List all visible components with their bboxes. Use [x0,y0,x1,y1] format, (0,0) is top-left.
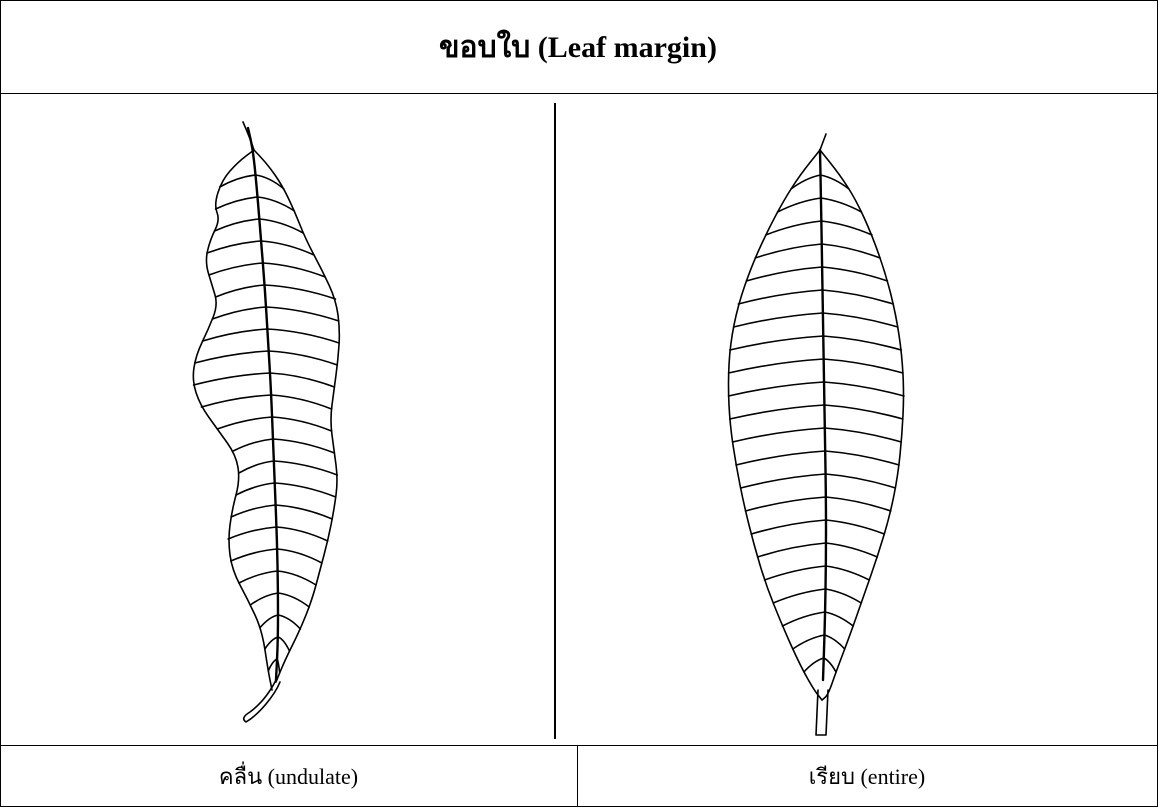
undulate-leaf-vein [278,571,316,585]
undulate-leaf-vein [203,329,268,341]
entire-leaf-vein [823,290,894,304]
entire-leaf-vein [736,451,825,465]
undulate-leaf-vein [278,637,290,651]
entire-leaf-vein [773,589,825,603]
undulate-leaf-vein [273,439,334,453]
entire-leaf-vein [826,474,896,488]
entire-leaf-vein [804,658,824,672]
entire-leaf-vein [765,566,826,580]
undulate-leaf-vein [236,483,275,495]
entire-leaf-vein [734,313,823,327]
undulate-leaf-vein [215,219,260,231]
entire-leaf-vein [826,520,884,534]
entire-leaf-vein [741,474,826,488]
entire-leaf-midrib [820,150,826,680]
entire-leaf-vein [823,313,898,327]
entire-leaf-vein [826,589,862,603]
undulate-leaf-vein [278,593,309,607]
undulate-leaf-vein [217,417,272,429]
entire-leaf-vein [825,635,845,649]
entire-leaf-vein [729,359,824,373]
undulate-leaf-vein [266,307,339,321]
entire-leaf-vein [823,336,901,350]
undulate-leaf-vein [267,329,339,343]
undulate-leaf-vein [271,395,331,409]
undulate-leaf-vein [277,549,322,563]
entire-leaf-vein [758,543,826,557]
entire-leaf-vein [826,497,891,511]
undulate-leaf-vein [194,373,270,385]
undulate-leaf-vein [209,263,263,275]
undulate-leaf-vein [263,263,325,277]
undulate-leaf-tip [243,122,254,150]
undulate-leaf-vein [276,527,327,541]
entire-leaf-vein [822,267,887,281]
undulate-leaf-vein [261,615,278,627]
undulate-leaf-vein [275,483,336,497]
undulate-leaf-vein [228,527,276,539]
undulate-leaf-vein [250,593,278,605]
undulate-leaf-petiole [244,680,280,722]
entire-leaf-tip [820,134,826,150]
entire-leaf-vein [821,221,872,235]
undulate-leaf-vein [259,219,303,233]
entire-leaf-vein [766,221,822,235]
entire-leaf-vein [746,497,826,511]
undulate-leaf-vein [231,549,277,561]
undulate-leaf-vein [269,351,338,365]
undulate-leaf-vein [270,373,334,387]
entire-leaf-vein [826,543,877,557]
undulate-leaf-vein [212,307,266,319]
undulate-leaf-vein [233,439,273,451]
entire-leaf-vein [824,359,903,373]
entire-leaf-right-margin [820,150,904,700]
undulate-leaf-vein [216,285,265,297]
entire-leaf-vein [751,520,826,534]
entire-leaf-vein [793,635,825,649]
undulate-leaf-vein [195,351,269,363]
undulate-leaf-vein [239,571,278,583]
undulate-leaf-vein [231,505,276,517]
entire-leaf-vein [729,382,824,396]
entire-leaf [729,134,904,735]
entire-leaf-vein [738,290,822,304]
entire-leaf-vein [825,451,899,465]
entire-leaf-left-margin [729,150,823,700]
undulate-leaf-vein [239,461,274,473]
entire-leaf-vein [730,336,824,350]
entire-leaf-vein [824,405,902,419]
entire-leaf-vein [733,428,825,442]
entire-leaf-vein [730,405,825,419]
undulate-leaf-vein [201,395,271,407]
undulate-leaf-vein [272,417,331,431]
entire-leaf-vein [824,382,904,396]
undulate-leaf [193,122,339,722]
entire-leaf-vein [826,566,869,580]
entire-leaf-vein [782,612,825,626]
entire-leaf-vein [822,244,880,258]
undulate-leaf-vein [274,461,337,475]
undulate-leaf-vein [265,637,278,649]
undulate-leaf-vein [261,241,314,255]
undulate-leaf-vein [207,241,261,253]
entire-leaf-vein [755,244,822,258]
entire-leaf-vein [825,612,853,626]
undulate-leaf-vein [278,615,300,629]
undulate-leaf-vein [216,197,258,209]
entire-leaf-vein [824,658,836,672]
undulate-leaf-vein [276,505,333,519]
undulate-leaf-vein [265,285,336,299]
entire-leaf-vein [825,428,902,442]
entire-leaf-vein [746,267,822,281]
